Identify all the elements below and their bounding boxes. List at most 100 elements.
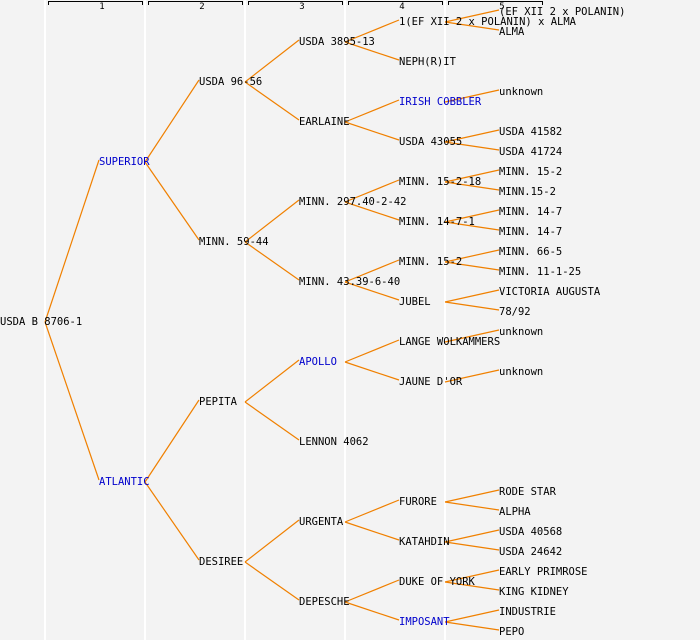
pedigree-node: PEPITA [199, 396, 237, 408]
column-number-5: 5 [499, 2, 505, 12]
column-number-3: 3 [299, 2, 305, 12]
edge-n20-n36 [444, 209, 500, 223]
pedigree-node: VICTORIA AUGUSTA [499, 286, 601, 298]
pedigree-node: MINN. 15-2 [399, 256, 463, 268]
edge-n1-n3 [144, 79, 200, 163]
pedigree-node: MINN. 14-7 [499, 226, 563, 238]
pedigree-node: unknown [499, 326, 544, 338]
pedigree-node: USDA 43055 [399, 136, 463, 148]
edge-n13-n25 [344, 499, 400, 523]
pedigree-node[interactable]: IMPOSANT [399, 616, 450, 628]
pedigree-node[interactable]: APOLLO [299, 356, 337, 368]
pedigree-node: unknown [499, 366, 544, 378]
pedigree-node: USDA 3895-13 [299, 36, 375, 48]
column-number-1: 1 [99, 2, 105, 12]
edge-n7-n16 [344, 41, 400, 61]
pedigree-node: RODE STAR [499, 486, 556, 498]
pedigree-node: USDA 96-56 [199, 76, 263, 88]
column-divider [244, 0, 246, 640]
column-bracket-4 [348, 1, 443, 5]
edge-n17-n31 [444, 89, 500, 103]
edge-n1-n4 [144, 161, 200, 241]
edge-n26-n46 [444, 529, 500, 543]
pedigree-node: DESIREE [199, 556, 244, 568]
root-node: USDA B 8706-1 [0, 316, 83, 328]
pedigree-node: (EF XII 2 x POLANIN) [499, 6, 626, 18]
edge-n27-n49 [444, 581, 500, 591]
edge-n6-n14 [244, 561, 300, 601]
edge-n23-n42 [444, 329, 500, 343]
pedigree-node: USDA 40568 [499, 526, 563, 538]
edge-n28-n51 [444, 621, 500, 631]
pedigree-node: MINN.15-2 [499, 186, 556, 198]
column-divider [44, 0, 46, 640]
edge-n8-n18 [344, 121, 400, 141]
pedigree-node: PEPO [499, 626, 525, 638]
column-number-2: 2 [199, 2, 205, 12]
pedigree-node: DUKE OF YORK [399, 576, 475, 588]
edge-n21-n38 [444, 249, 500, 263]
edge-n3-n8 [244, 81, 300, 121]
edge-n9-n19 [344, 179, 400, 203]
pedigree-node: MINN. 14-7 [499, 206, 563, 218]
edge-n4-n10 [244, 241, 300, 281]
pedigree-node: LENNON 4062 [299, 436, 369, 448]
edge-n22-n41 [444, 301, 500, 311]
pedigree-node: MINN. 15-2-18 [399, 176, 482, 188]
column-divider [444, 0, 446, 640]
pedigree-node: MINN. 297.40-2-42 [299, 196, 407, 208]
pedigree-node: FURORE [399, 496, 437, 508]
pedigree-node: unknown [499, 86, 544, 98]
column-number-4: 4 [399, 2, 405, 12]
edge-n8-n17 [344, 99, 400, 123]
edge-n9-n20 [344, 201, 400, 221]
edge-n10-n21 [344, 259, 400, 283]
edge-n25-n44 [444, 489, 500, 503]
pedigree-node: EARLY PRIMROSE [499, 566, 588, 578]
edge-n19-n34 [444, 169, 500, 183]
pedigree-node: ALPHA [499, 506, 531, 518]
edge-n27-n48 [444, 569, 500, 583]
pedigree-node: JAUNE D'OR [399, 376, 463, 388]
pedigree-node[interactable]: IRISH COBBLER [399, 96, 482, 108]
edge-n4-n9 [244, 199, 300, 243]
edge-n22-n40 [444, 289, 500, 303]
edge-n24-n43 [444, 369, 500, 383]
edge-n26-n47 [444, 541, 500, 551]
pedigree-node: 1(EF XII 2 x POLANIN) x ALMA [399, 16, 577, 28]
edge-n14-n27 [344, 579, 400, 603]
pedigree-node[interactable]: SUPERIOR [99, 156, 150, 168]
edge-n15-n29 [444, 9, 500, 23]
pedigree-node: USDA 24642 [499, 546, 563, 558]
edge-n7-n15 [344, 19, 400, 43]
edge-n3-n7 [244, 39, 300, 83]
column-bracket-3 [248, 1, 343, 5]
pedigree-node: ALMA [499, 26, 525, 38]
edge-n11-n24 [344, 361, 400, 381]
column-divider [144, 0, 146, 640]
edge-n2-n6 [144, 481, 200, 561]
pedigree-node: USDA 41582 [499, 126, 563, 138]
edge-n15-n30 [444, 21, 500, 31]
edge-n13-n26 [344, 521, 400, 541]
pedigree-node[interactable]: ATLANTIC [99, 476, 150, 488]
edge-n0-n2 [44, 321, 100, 481]
pedigree-node: URGENTA [299, 516, 344, 528]
pedigree-node: EARLAINE [299, 116, 350, 128]
edge-n25-n45 [444, 501, 500, 511]
edge-n28-n50 [444, 609, 500, 623]
pedigree-node: MINN. 14-7-1 [399, 216, 475, 228]
pedigree-node: JUBEL [399, 296, 431, 308]
edge-n2-n5 [144, 399, 200, 483]
pedigree-node: KING KIDNEY [499, 586, 569, 598]
pedigree-node: USDA 41724 [499, 146, 563, 158]
pedigree-node: LANGE WOLKAMMERS [399, 336, 501, 348]
pedigree-node: NEPH(R)IT [399, 56, 456, 68]
column-bracket-5 [448, 1, 543, 5]
pedigree-node: MINN. 11-1-25 [499, 266, 582, 278]
edge-n11-n23 [344, 339, 400, 363]
edge-n0-n1 [44, 159, 100, 323]
edge-n19-n35 [444, 181, 500, 191]
pedigree-node: KATAHDIN [399, 536, 450, 548]
